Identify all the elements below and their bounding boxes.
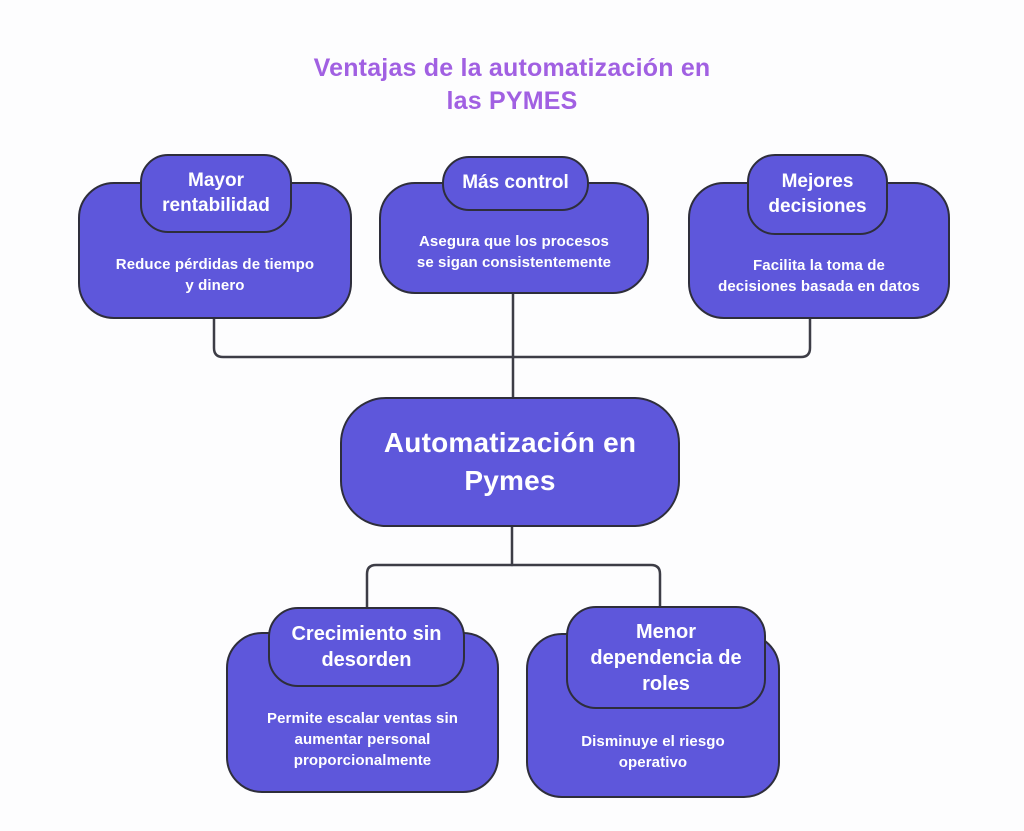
node-menor-dependencia-roles-description: Disminuye el riesgo operativo <box>581 732 725 771</box>
node-menor-dependencia-roles-title: Menor dependencia de roles <box>590 620 742 695</box>
node-crecimiento-sin-desorden-title-box: Crecimiento sin desorden <box>268 607 465 687</box>
connector-bottom-bracket <box>365 563 662 612</box>
node-mas-control-description: Asegura que los procesos se sigan consis… <box>416 233 612 271</box>
node-mayor-rentabilidad-description: Reduce pérdidas de tiempo y dinero <box>115 255 315 294</box>
node-mayor-rentabilidad-title: Mayor rentabilidad <box>162 169 270 216</box>
node-mas-control-title: Más control <box>462 172 569 194</box>
node-mejores-decisiones-title: Mejores decisiones <box>768 170 867 217</box>
node-mejores-decisiones-title-box: Mejores decisiones <box>747 154 888 235</box>
node-central-label: Automatización en Pymes <box>383 427 637 496</box>
page-title: Ventajas de la automatización en las PYM… <box>313 54 711 115</box>
node-mejores-decisiones: Facilita la toma de decisiones basada en… <box>688 182 950 319</box>
node-central-automatizacion: Automatización en Pymes <box>340 397 680 527</box>
node-menor-dependencia-roles-title-box: Menor dependencia de roles <box>566 606 766 709</box>
node-mas-control-title-box: Más control <box>442 156 589 211</box>
node-mejores-decisiones-description: Facilita la toma de decisiones basada en… <box>718 256 920 295</box>
node-mayor-rentabilidad-title-box: Mayor rentabilidad <box>140 154 292 233</box>
node-crecimiento-sin-desorden-description: Permite escalar ventas sin aumentar pers… <box>266 709 459 769</box>
node-crecimiento-sin-desorden-title: Crecimiento sin desorden <box>291 623 442 671</box>
